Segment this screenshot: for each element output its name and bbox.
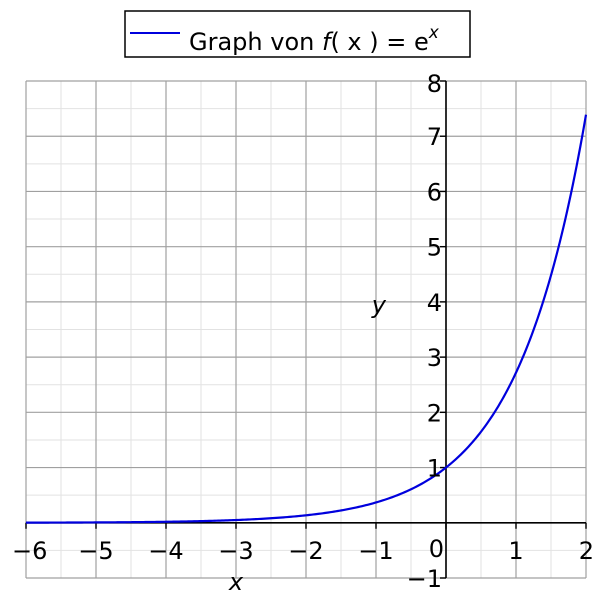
legend-label: Graph von f( x ) = ex bbox=[189, 23, 440, 56]
x-tick-label: −4 bbox=[148, 537, 183, 565]
x-axis-label: x bbox=[228, 568, 244, 590]
x-tick-label: 0 bbox=[429, 535, 444, 563]
x-tick-label: −2 bbox=[288, 537, 323, 565]
legend-box bbox=[124, 10, 471, 58]
y-tick-label: 6 bbox=[427, 178, 442, 206]
y-axis-label: y bbox=[371, 291, 387, 319]
series-line bbox=[26, 114, 588, 524]
x-tick-label: −6 bbox=[12, 537, 47, 565]
legend: Graph von f( x ) = ex bbox=[124, 10, 471, 58]
y-tick-label: 3 bbox=[427, 344, 442, 372]
y-tick-label: 7 bbox=[427, 123, 442, 151]
x-tick-label: 2 bbox=[579, 537, 594, 565]
x-tick-label: −3 bbox=[218, 537, 253, 565]
y-tick-label: 8 bbox=[427, 70, 442, 98]
y-tick-label: 4 bbox=[427, 289, 442, 317]
major-grid bbox=[25, 80, 587, 579]
y-tick-label: 5 bbox=[427, 234, 442, 262]
series-layer bbox=[26, 114, 588, 524]
y-tick-label: 2 bbox=[427, 399, 442, 427]
y-tick-label: −1 bbox=[407, 565, 442, 590]
x-tick-label: 1 bbox=[508, 537, 523, 565]
x-tick-label: −5 bbox=[78, 537, 113, 565]
y-tick-label: 1 bbox=[427, 455, 442, 483]
x-tick-label: −1 bbox=[358, 537, 393, 565]
